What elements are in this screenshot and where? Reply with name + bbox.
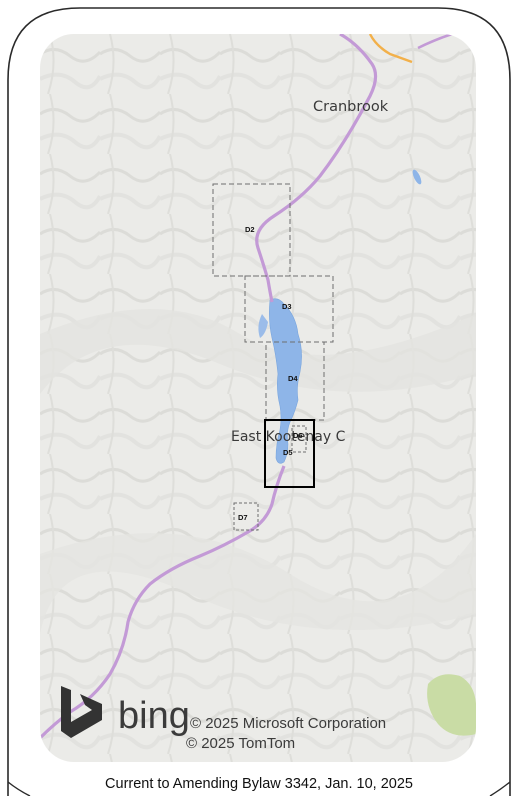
district-d3[interactable]: D3 [244,275,334,343]
valley-shade [40,309,476,394]
city-label-east-kootenay: East Kootenay C [231,429,346,445]
map-canvas[interactable]: Cranbrook East Kootenay C D2 D3 D4 D6 D5… [40,34,476,762]
lake-koocanusa [269,298,302,464]
svg-text:D5: D5 [283,448,293,457]
lake [258,314,268,338]
terrain [40,34,476,762]
svg-text:bing: bing [118,695,190,737]
svg-text:D6: D6 [293,431,303,440]
bing-logo: bing [61,686,190,738]
city-label-cranbrook: Cranbrook [313,99,389,115]
park-area [427,674,476,736]
attribution-line1: © 2025 Microsoft Corporation [190,715,386,732]
highway [417,34,453,50]
valley-shade [40,533,476,634]
district-d7[interactable]: D7 [233,502,259,531]
svg-text:D2: D2 [245,225,255,234]
highway [368,34,413,64]
svg-text:D3: D3 [282,302,292,311]
svg-text:D4: D4 [288,374,298,383]
caption-text: Current to Amending Bylaw 3342, Jan. 10,… [105,776,413,792]
attribution-line2: © 2025 TomTom [186,735,295,752]
district-d6[interactable]: D6 [291,425,307,453]
district-d2[interactable]: D2 [212,183,291,277]
district-d5[interactable]: D5 [264,419,315,488]
lake [412,169,422,185]
map-view[interactable]: Cranbrook East Kootenay C D2 D3 D4 D6 D5… [40,34,476,762]
svg-text:D7: D7 [238,513,248,522]
highway [40,465,286,740]
